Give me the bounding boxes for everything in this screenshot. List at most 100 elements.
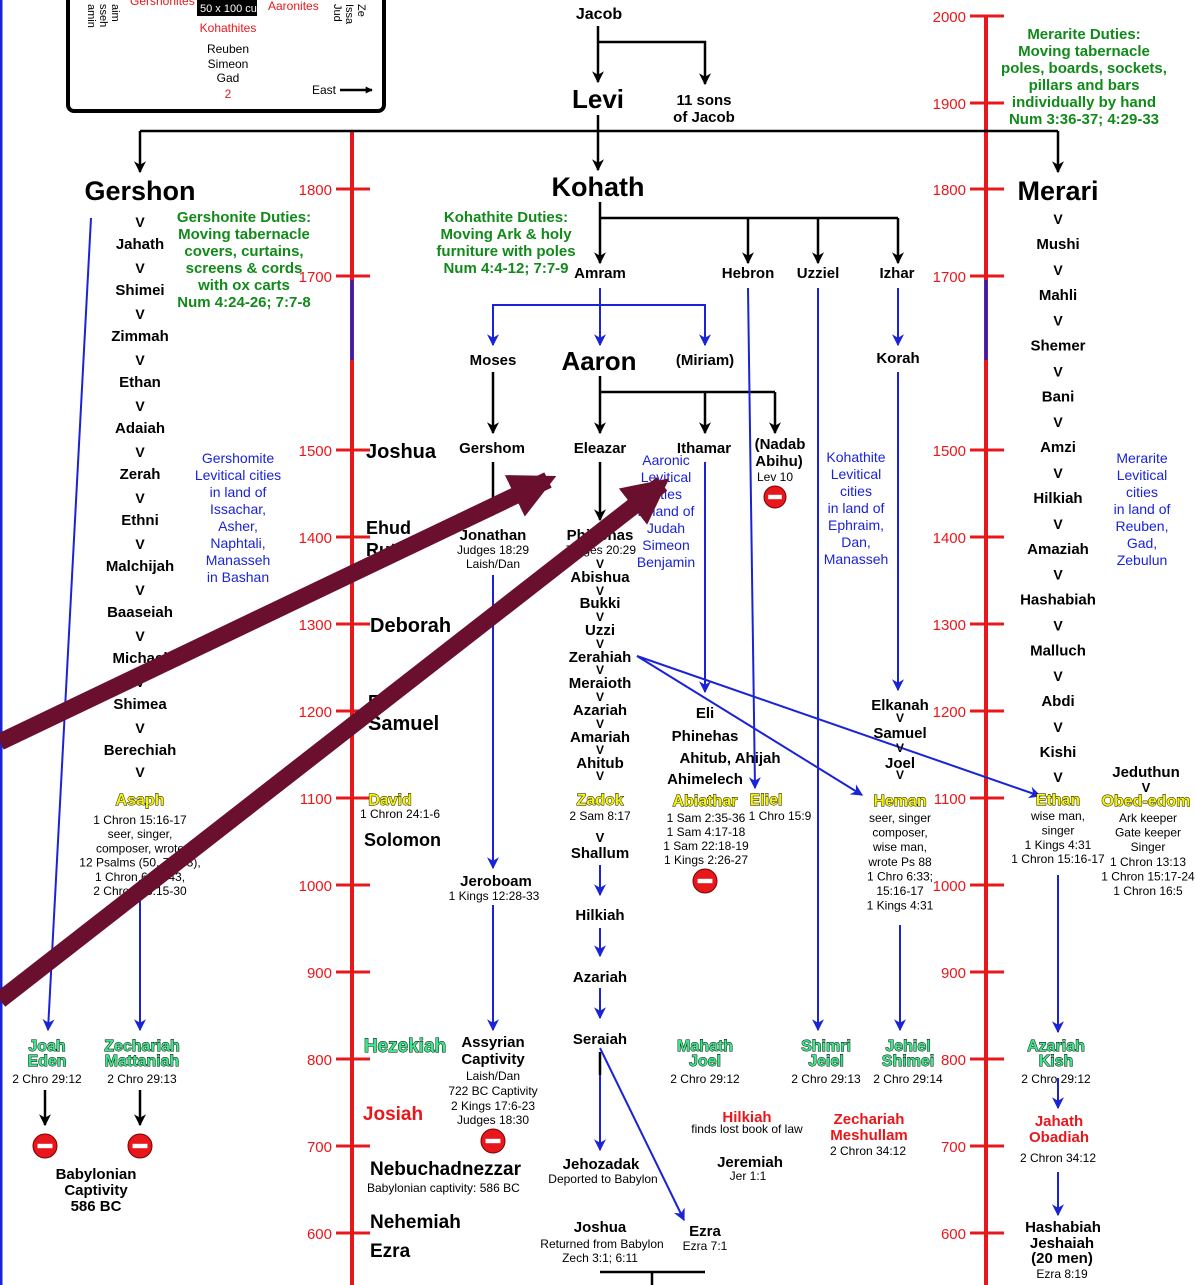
joshua-priest-line-2: Zech 3:1; 6:11 <box>562 1251 638 1265</box>
david-ref: 1 Chron 24:1-6 <box>360 807 440 821</box>
ezra-ref: Ezra 7:1 <box>683 1239 728 1253</box>
gershonite-duty-line: Moving tabernacle <box>178 226 310 243</box>
uzziel-label: Uzziel <box>797 265 840 282</box>
eliel-label: Eliel <box>750 792 783 809</box>
ezra-label: Ezra <box>689 1223 721 1240</box>
gershon-line-name: Ethni <box>121 512 159 529</box>
merari-line-name: Hashabiah <box>1020 592 1096 609</box>
merarite-city-line: Gad, <box>1127 535 1157 551</box>
merari-descendants: MushiMahliShemerBaniAmziHilkiahAmaziahHa… <box>1020 236 1096 761</box>
gershonite-city-line: Gershomite <box>202 450 275 466</box>
merari-line-name: Mushi <box>1036 236 1079 253</box>
legend-kohathites: Kohathites <box>200 21 257 35</box>
kohathite-city-line: Levitical <box>831 466 882 482</box>
stop-icon <box>692 868 718 894</box>
legend-tribe-gad: Gad <box>217 71 240 85</box>
kohathite-duty-line: furniture with poles <box>436 243 575 260</box>
mahath-joel-1: Mahath <box>677 1038 733 1055</box>
zechariah-mattaniah-1: Zechariah <box>104 1038 180 1055</box>
right-timeline-ticks: 2000190018001700150014001300120011001000… <box>933 9 1004 1243</box>
timeline-year-label: 700 <box>941 1139 966 1156</box>
v-mark: V <box>596 584 604 598</box>
hebron-label: Hebron <box>722 265 775 282</box>
jehiel-shimei-1: Jehiel <box>885 1038 930 1055</box>
uzzi-label: Uzzi <box>585 622 615 639</box>
judge-ehud: Ehud <box>366 518 411 538</box>
timeline-year-label: 800 <box>941 1052 966 1069</box>
merarite-duty-line: Moving tabernacle <box>1018 43 1150 60</box>
josiah-label: Josiah <box>363 1104 423 1125</box>
merari-line-name: Shemer <box>1030 338 1085 355</box>
gershom-label: Gershom <box>459 440 525 457</box>
legend-tribe-simeon: Simeon <box>208 57 249 71</box>
zerahiah-label: Zerahiah <box>569 649 632 666</box>
obadiah-red: Obadiah <box>1029 1129 1089 1146</box>
nehemiah-label: Nehemiah <box>370 1212 461 1233</box>
timeline-year-label: 1300 <box>299 617 332 634</box>
aaronic-city-line: Aaronic <box>642 452 689 468</box>
lev10-label: Lev 10 <box>757 470 793 484</box>
timeline-year-label: 900 <box>941 965 966 982</box>
timeline-year-label: 1000 <box>933 878 966 895</box>
ithamar-label: Ithamar <box>677 440 731 457</box>
v-mark: V <box>135 582 145 598</box>
hashabiah-ref: Ezra 8:19 <box>1036 1267 1088 1281</box>
bukki-label: Bukki <box>580 595 621 612</box>
gershonite-duty-line: covers, curtains, <box>184 243 303 260</box>
gershon-line-name: Ethan <box>119 374 161 391</box>
zechariah-meshullam-ref: 2 Chron 34:12 <box>830 1144 906 1158</box>
kohathite-city-line: Dan, <box>841 534 871 550</box>
azariah-kish-ref: 2 Chro 29:12 <box>1021 1072 1091 1086</box>
v-mark: V <box>1053 516 1063 532</box>
timeline-year-label: 1800 <box>299 182 332 199</box>
merari-line-name: Kishi <box>1040 744 1077 761</box>
kohathite-duties: Kohathite Duties:Moving Ark & holyfurnit… <box>436 209 575 277</box>
nadab-label: (Nadab <box>755 436 806 453</box>
ethan-merari-line: singer <box>1042 823 1075 837</box>
amariah-label: Amariah <box>570 729 630 746</box>
jehiel-shimei-ref: 2 Chro 29:14 <box>873 1072 943 1086</box>
timeline-year-label: 600 <box>307 1226 332 1243</box>
gershonite-city-line: in Bashan <box>207 569 269 585</box>
zechariah-red: Zechariah <box>834 1111 905 1128</box>
jeremiah-ref: Jer 1:1 <box>730 1169 767 1183</box>
stop-icon <box>127 1133 153 1159</box>
legend-rotated-right-3: Ze <box>355 4 367 17</box>
izhar-label: Izhar <box>879 265 914 282</box>
jahath-obadiah-ref: 2 Chron 34:12 <box>1020 1151 1096 1165</box>
elkanah-label: Elkanah <box>871 697 929 714</box>
gershonite-duty-line: with ox carts <box>197 277 290 294</box>
timeline-year-label: 1200 <box>933 704 966 721</box>
abiathar-ref: 1 Kings 2:26-27 <box>664 853 748 867</box>
azariah-kish-2: Kish <box>1039 1053 1074 1070</box>
camp-legend: aim sseh amin Gershonites 50 x 100 cu Aa… <box>66 0 386 113</box>
jeroboam-label: Jeroboam <box>460 873 532 890</box>
jehozadak-label: Jehozadak <box>563 1156 640 1173</box>
black-connectors <box>39 26 1064 1285</box>
kohathite-city-line: Manasseh <box>824 551 889 567</box>
jacob-label: Jacob <box>576 6 622 23</box>
gershonite-duty-line: screens & cords <box>186 260 303 277</box>
merari-label: Merari <box>1017 176 1098 206</box>
jeremiah-label: Jeremiah <box>717 1154 783 1171</box>
v-mark: V <box>1053 668 1063 684</box>
eleven-sons-1: 11 sons <box>676 92 731 109</box>
gershon-line-name: Zimmah <box>111 328 169 345</box>
gershon-descendants: JahathShimeiZimmahEthanAdaiahZerahEthniM… <box>104 236 177 759</box>
azariah-kish-1: Azariah <box>1027 1038 1085 1055</box>
kohathite-duty-line: Kohathite Duties: <box>444 209 568 226</box>
v-mark: V <box>135 764 145 780</box>
legend-rotated-right-2: Issa <box>343 4 355 25</box>
abishua-label: Abishua <box>570 569 630 586</box>
timeline-year-label: 1400 <box>933 530 966 547</box>
v-mark: V <box>896 711 904 725</box>
stop-icon <box>32 1133 58 1159</box>
gershon-label: Gershon <box>84 176 195 206</box>
gershonite-city-line: Levitical cities <box>195 467 281 483</box>
assyrian-title-1: Assyrian <box>461 1034 524 1051</box>
pointer-arrows <box>0 472 670 1007</box>
judge-deborah: Deborah <box>370 615 451 637</box>
ethan-merari-line: wise man, <box>1030 809 1085 823</box>
gershon-line-name: Adaiah <box>115 420 165 437</box>
